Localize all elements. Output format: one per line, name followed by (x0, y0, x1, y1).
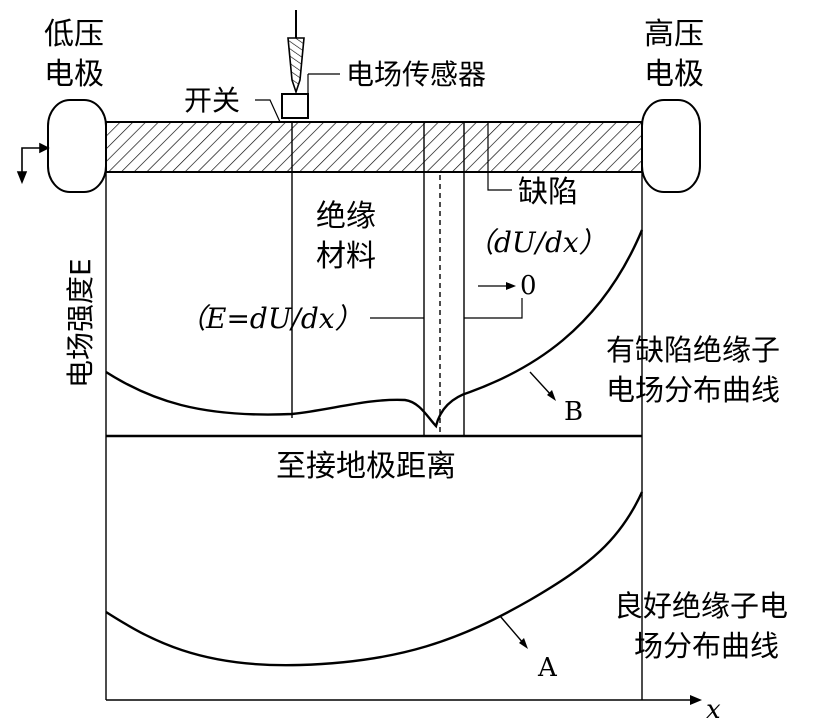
e-formula-label: （E=dU/dx） (178, 302, 363, 335)
field-sensor-box (281, 93, 309, 119)
zero-label: 0 (520, 271, 537, 301)
distance-label: 至接地极距离 (276, 449, 456, 484)
du-dx-leader (464, 298, 523, 319)
x-axis-arrow-icon (690, 695, 702, 705)
insulator-bar (105, 121, 643, 173)
high-voltage-label-2: 电极 (644, 57, 704, 92)
switch-leader (255, 99, 281, 123)
curve-a-label: A (537, 653, 558, 683)
sensor-probe-icon (287, 10, 305, 95)
curve-b-pointer (529, 371, 553, 397)
good-curve-label-2: 场分布曲线 (634, 629, 779, 663)
x-axis-label: x (706, 695, 721, 722)
low-voltage-label-2: 电极 (44, 57, 104, 92)
curve-a-arrow-icon (519, 638, 528, 649)
insulation-label-2: 材料 (316, 239, 376, 274)
switch-label: 开关 (184, 84, 240, 117)
defect-label: 缺陷 (518, 175, 578, 210)
zero-arrow-icon (506, 282, 516, 290)
good-curve-label-1: 良好绝缘子电 (614, 589, 788, 623)
curve-a-pointer (499, 615, 525, 645)
low-voltage-electrode (47, 99, 107, 193)
du-dx-label: （dU/dx） (466, 226, 607, 259)
low-voltage-label-1: 低压 (44, 17, 104, 52)
defect-leader (487, 122, 512, 191)
curve-b-arrow-icon (547, 390, 556, 401)
field-sensor-label: 电场传感器 (346, 58, 486, 91)
defect-curve-label-1: 有缺陷绝缘子 (606, 333, 780, 367)
ground-arrow-icon (16, 142, 50, 185)
curve-b-label: B (564, 397, 583, 427)
insulation-label-1: 绝缘 (316, 199, 376, 234)
high-voltage-label-1: 高压 (644, 17, 704, 52)
defect-curve-label-2: 电场分布曲线 (606, 373, 780, 407)
high-voltage-electrode (641, 99, 701, 193)
y-axis-label: 电场强度E (64, 258, 97, 388)
curve-a-good (105, 491, 644, 667)
curve-b-defect (105, 229, 644, 429)
